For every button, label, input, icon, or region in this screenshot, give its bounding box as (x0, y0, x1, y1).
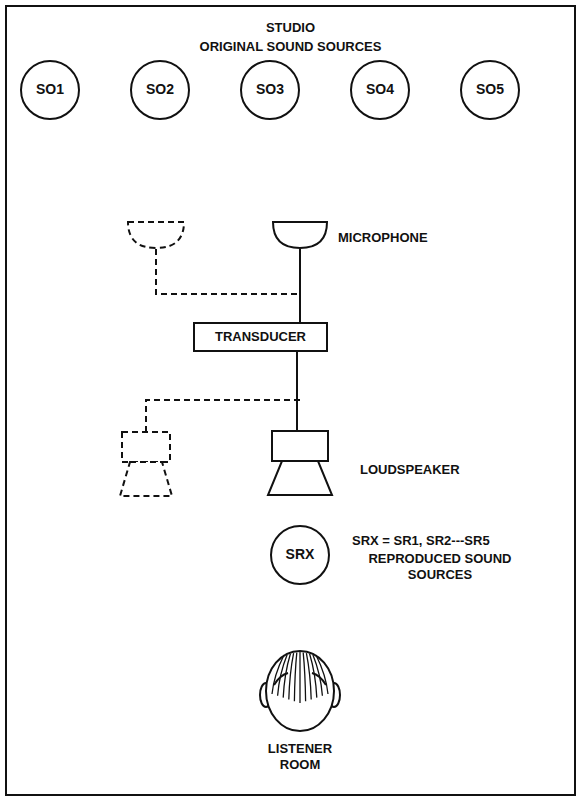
source-label: SO3 (256, 81, 284, 99)
node-label: TRANSDUCER (215, 329, 306, 345)
node-label: LISTENER ROOM (268, 741, 332, 774)
alt-speaker-wire (146, 400, 300, 432)
connector-line (299, 249, 301, 322)
listener-symbol (258, 645, 342, 733)
sound-source-circle: SO5 (460, 60, 520, 120)
text-label: SRX = SR1, SR2---SR5 (352, 533, 490, 548)
source-label: SRX (286, 546, 315, 564)
label-block: REPRODUCED SOUND SOURCES (360, 551, 520, 584)
diagram-title: STUDIO (266, 20, 315, 35)
brow (274, 673, 288, 685)
text-label: ORIGINAL SOUND SOURCES (200, 39, 382, 54)
source-label: SO5 (476, 81, 504, 99)
connector-line (296, 352, 298, 430)
node-label-holder: LISTENER ROOM (268, 741, 332, 774)
head-outline (266, 651, 334, 731)
sound-source-circle: SO3 (240, 60, 300, 120)
sound-source-circle: SRX (270, 525, 330, 585)
alt-speaker-box (122, 432, 170, 462)
microphone-symbol (272, 221, 328, 249)
alt-microphone-symbol (128, 222, 184, 248)
listener-head: LISTENER ROOM (258, 645, 342, 733)
transducer-box: TRANSDUCER (193, 322, 328, 352)
alt-microphone-wire (156, 249, 300, 294)
hair-strand (294, 653, 296, 702)
speaker-cone (268, 461, 332, 495)
source-label: SO4 (366, 81, 394, 99)
microphone: MICROPHONE (272, 221, 328, 249)
node-label: LOUDSPEAKER (360, 462, 460, 477)
text-label: REPRODUCED SOUND SOURCES (360, 551, 520, 584)
alt-speaker-cone (120, 462, 172, 496)
sound-source-circle: SO1 (20, 60, 80, 120)
sound-source-circle: SO4 (350, 60, 410, 120)
source-label: SO1 (36, 81, 64, 99)
microphone-cup (273, 222, 327, 248)
node-label-holder: LOUDSPEAKER (360, 460, 460, 478)
speaker-box (272, 431, 328, 461)
sound-source-circle: SO2 (130, 60, 190, 120)
node-label-holder: MICROPHONE (338, 228, 428, 246)
title-block: STUDIO (0, 18, 581, 36)
loudspeaker: LOUDSPEAKER (266, 430, 334, 496)
brow (312, 673, 326, 685)
hair-strand (299, 652, 300, 703)
frame-border (6, 6, 575, 795)
loudspeaker-symbol (266, 430, 334, 496)
label-block: ORIGINAL SOUND SOURCES (0, 37, 581, 55)
source-label: SO2 (146, 81, 174, 99)
label-block: SRX = SR1, SR2---SR5 (352, 531, 490, 549)
hair-strand (306, 653, 311, 699)
hair-strand (303, 653, 305, 702)
node-label: MICROPHONE (338, 230, 428, 245)
hair-strand (289, 653, 294, 699)
